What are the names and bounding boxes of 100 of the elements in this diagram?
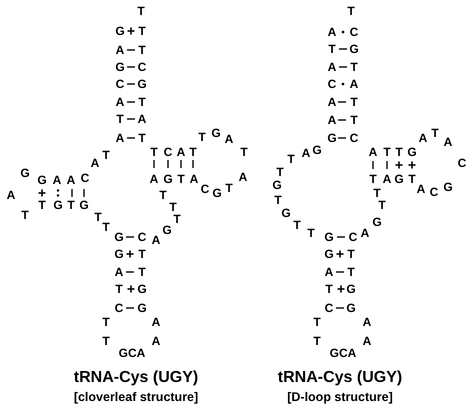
base-letter: C <box>200 183 210 195</box>
base-letter: T <box>102 316 110 328</box>
base-letter: G <box>349 43 359 55</box>
base-letter: A <box>114 266 124 278</box>
base-letter: A <box>416 183 426 195</box>
base-letter: T <box>21 209 29 221</box>
base-letter: A <box>350 78 358 90</box>
base-letter: A <box>362 335 372 347</box>
base-letter: G <box>281 207 291 219</box>
base-letter: T <box>189 146 197 158</box>
base-letter: A <box>152 335 160 347</box>
base-letter: G <box>162 224 172 236</box>
base-letter: A <box>116 96 124 108</box>
base-letter: A <box>152 316 160 328</box>
base-letter: T <box>102 149 110 161</box>
base-letter: C <box>114 302 124 314</box>
base-letter: G <box>163 173 173 185</box>
base-letter: T <box>159 189 167 201</box>
base-letter: C <box>430 186 438 198</box>
base-letter: T <box>347 5 355 17</box>
base-letter: T <box>373 187 381 199</box>
base-letter: C <box>348 231 358 243</box>
base-letter: G <box>37 174 47 186</box>
base-letter: A <box>362 316 372 328</box>
base-letter: T <box>431 127 439 139</box>
base-letter: C <box>116 78 124 90</box>
base-letter: T <box>350 61 358 73</box>
base-letter: T <box>137 5 145 17</box>
base-letter: G <box>79 199 89 211</box>
base-letter: G <box>324 248 334 260</box>
base-letter: T <box>115 283 123 295</box>
base-letter: G <box>114 248 124 260</box>
base-letter: T <box>325 283 333 295</box>
structure-title: tRNA-Cys (UGY) <box>74 370 198 386</box>
base-letter: A <box>116 44 124 56</box>
base-letter: C <box>350 26 358 38</box>
base-letter: G <box>53 199 63 211</box>
base-letter: T <box>138 266 146 278</box>
base-letter: G <box>20 167 30 179</box>
base-letter: A <box>150 173 158 185</box>
base-letter: T <box>138 96 146 108</box>
base-letter: T <box>102 335 110 347</box>
base-letter: T <box>313 316 321 328</box>
base-letter: A <box>176 146 186 158</box>
base-letter: T <box>116 113 124 125</box>
base-letter: G <box>372 216 382 228</box>
base-letter: T <box>150 146 158 158</box>
base-letter: A <box>6 189 16 201</box>
base-letter: C <box>80 172 90 184</box>
base-letter: T <box>287 153 295 165</box>
base-letter: T <box>395 146 403 158</box>
base-letter: A <box>360 227 370 239</box>
base-letter: G <box>346 302 356 314</box>
base-letter: A <box>190 173 198 185</box>
base-letter: T <box>38 199 46 211</box>
structure-subtitle: [cloverleaf structure] <box>74 390 198 404</box>
base-letter: G <box>211 127 221 139</box>
base-letter: A <box>52 174 62 186</box>
base-letter: C <box>164 146 172 158</box>
base-letter: T <box>138 25 146 37</box>
base-letter: T <box>67 199 75 211</box>
base-letter: T <box>94 211 102 223</box>
base-letter: T <box>350 114 358 126</box>
base-letter: T <box>378 199 386 211</box>
base-letter: A <box>302 147 310 159</box>
base-letter: T <box>313 335 321 347</box>
base-letter: A <box>138 113 146 125</box>
base-letter: T <box>350 96 358 108</box>
base-letter: T <box>198 131 206 143</box>
base-letter: T <box>138 132 146 144</box>
base-letter: G <box>312 144 322 156</box>
base-letter: T <box>307 227 315 239</box>
base-letter: A <box>382 173 392 185</box>
base-letter: T <box>240 146 248 158</box>
base-letter: T <box>102 221 110 233</box>
base-letter: GCA <box>118 347 146 359</box>
base-letter: A <box>66 174 76 186</box>
base-letter: G <box>115 61 125 73</box>
base-letter: C <box>138 231 146 243</box>
base-letter: T <box>347 248 355 260</box>
base-letter: GCA <box>330 347 356 359</box>
base-letter: A <box>238 171 248 183</box>
base-letter: C <box>458 157 466 169</box>
base-letter: T <box>408 173 416 185</box>
base-letter: C <box>350 132 358 144</box>
base-letter: A <box>328 26 336 38</box>
base-letter: T <box>276 166 284 178</box>
base-letter: G <box>212 187 222 199</box>
base-letter: A <box>328 96 336 108</box>
base-letter: G <box>137 283 147 295</box>
base-letter: T <box>347 266 355 278</box>
base-letter: A <box>368 146 378 158</box>
base-letter: C <box>328 78 336 90</box>
base-letter: A <box>90 157 100 169</box>
base-letter: C <box>138 61 146 73</box>
base-letter: G <box>443 181 453 193</box>
base-letter: T <box>173 213 181 225</box>
base-letter: A <box>444 136 452 148</box>
structure-subtitle: [D-loop structure] <box>287 390 393 404</box>
base-letter: T <box>225 182 233 194</box>
